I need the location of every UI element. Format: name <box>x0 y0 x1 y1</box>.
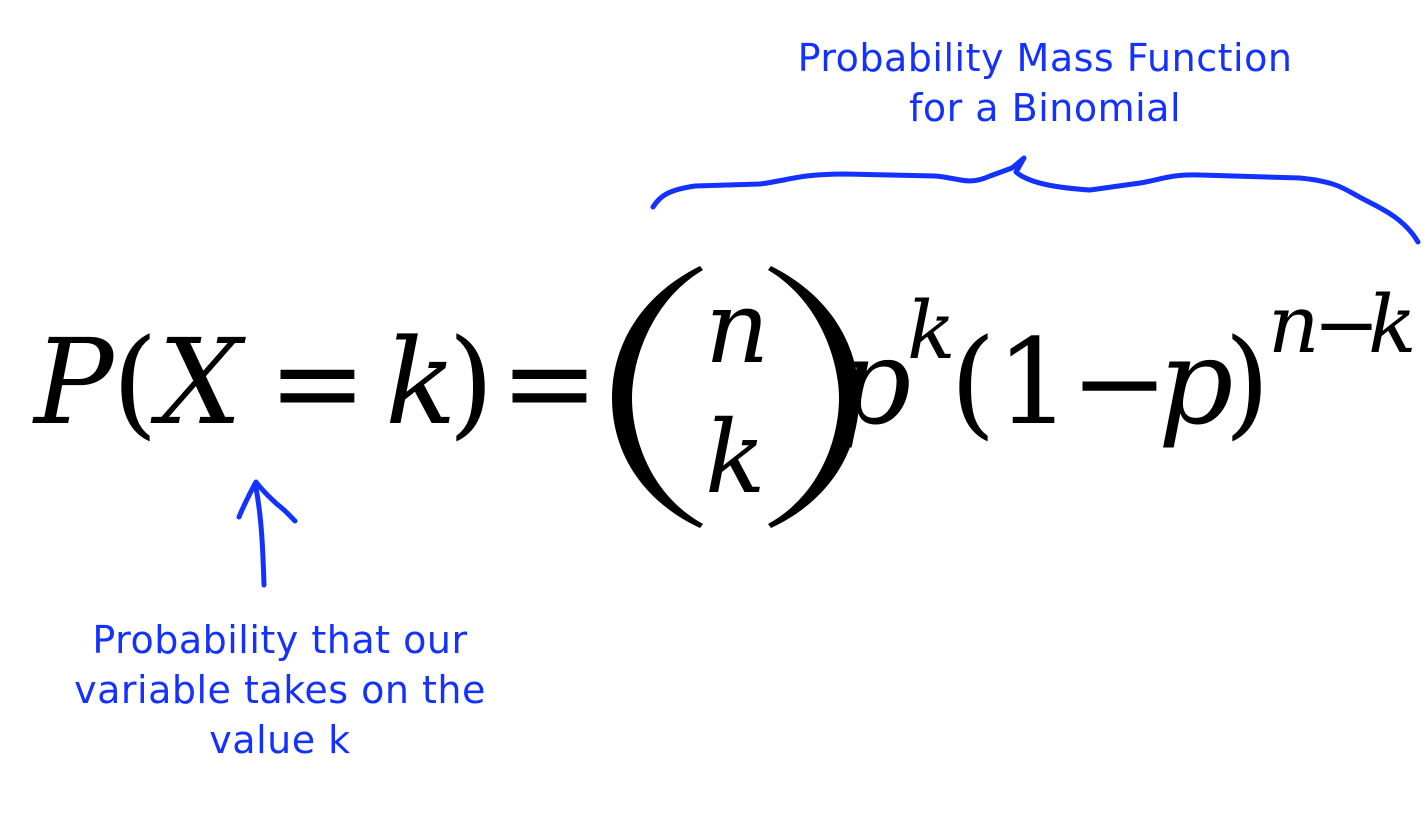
formula-exp-k: k <box>907 284 955 377</box>
formula-close-paren-2: ) <box>1224 313 1270 451</box>
binom-right-paren-icon <box>768 266 859 528</box>
formula-exp-n: n <box>1268 278 1320 371</box>
pmf-annotation: Probability Mass Function for a Binomial <box>735 33 1355 133</box>
formula-open-paren-2: ( <box>950 313 996 451</box>
variable-annotation-line-3: value k <box>209 718 351 762</box>
curly-brace-icon <box>650 155 1421 245</box>
formula-exp-minus: − <box>1313 278 1380 371</box>
variable-annotation: Probability that our variable takes on t… <box>20 615 540 765</box>
pmf-annotation-line-1: Probability Mass Function <box>797 36 1293 80</box>
formula-p: p <box>836 313 912 451</box>
formula-X: X <box>150 313 246 451</box>
formula-P: P <box>32 313 116 451</box>
binom-k: k <box>705 399 766 516</box>
formula-equals-1: = <box>268 313 367 451</box>
binom-left-paren-icon <box>612 266 703 528</box>
pmf-annotation-line-2: for a Binomial <box>908 86 1182 130</box>
formula-one: 1 <box>996 313 1071 451</box>
binom-n: n <box>705 269 769 386</box>
up-arrow-icon <box>236 479 298 588</box>
variable-annotation-line-1: Probability that our <box>92 618 468 662</box>
formula-equals-2: = <box>500 313 599 451</box>
formula-open-paren: ( <box>112 313 158 451</box>
formula-exp-k-2: k <box>1368 278 1416 371</box>
formula-close-paren: ) <box>448 313 494 451</box>
formula-minus: − <box>1070 313 1169 451</box>
formula-p-2: p <box>1158 313 1234 451</box>
formula-k-1: k <box>385 313 457 451</box>
variable-annotation-line-2: variable takes on the <box>74 668 486 712</box>
